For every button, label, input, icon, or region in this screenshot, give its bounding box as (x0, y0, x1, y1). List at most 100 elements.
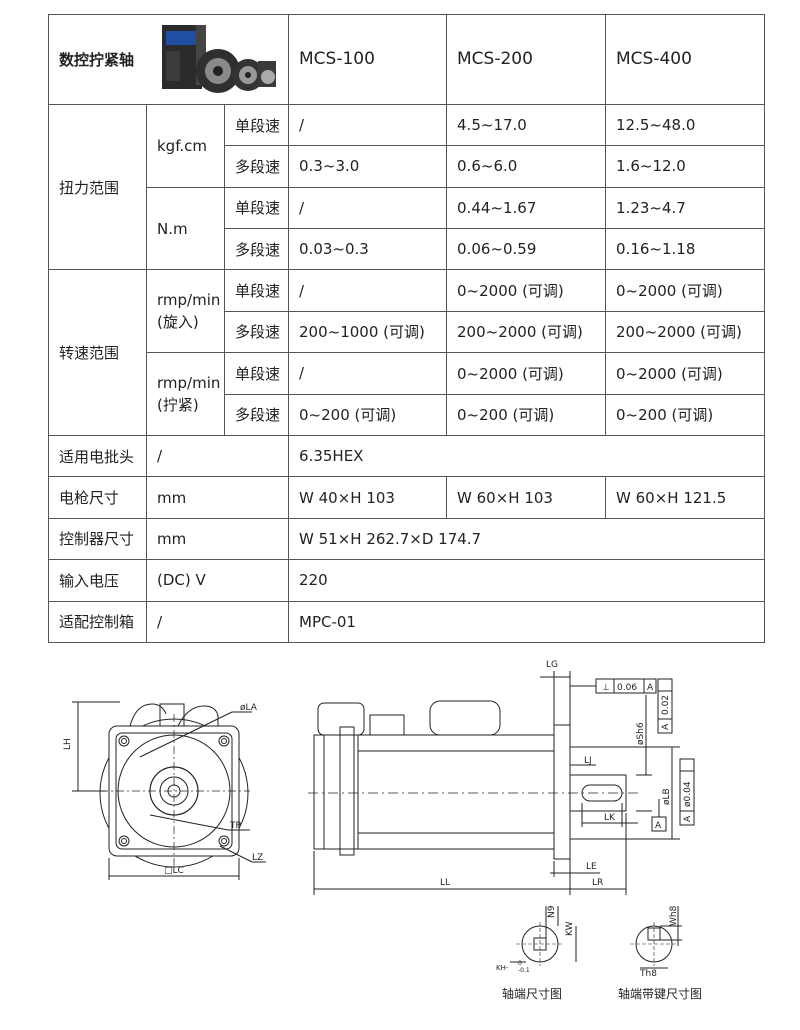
value-cell: 1.6~12.0 (605, 145, 766, 188)
header-corner-cell: 数控拧紧轴 (47, 14, 290, 105)
value-cell: 0~2000 (可调) (605, 269, 766, 312)
le-label: LE (586, 862, 597, 872)
corner-label: 数控拧紧轴 (59, 50, 135, 69)
unit-line: rmp/min (157, 374, 221, 393)
motor-body (313, 734, 555, 850)
table-row: 转速范围 rmp/min (旋入) 单段速 / 0~2000 (可调) 0~20… (48, 269, 766, 436)
controller-size-label: 控制器尺寸 (48, 517, 147, 561)
mode-cell: 多段速 (223, 393, 290, 436)
lg-label: LG (546, 660, 558, 670)
gun-size-unit: mm (145, 476, 290, 519)
input-voltage-unit: (DC) V (145, 559, 290, 602)
value-cell: 0~2000 (可调) (446, 269, 607, 312)
speed-label: 转速范围 (48, 269, 147, 436)
control-box-value: MPC-01 (288, 600, 766, 644)
value-cell: 1.23~4.7 (605, 186, 766, 230)
motor-product-image (162, 25, 276, 93)
value-cell: 200~1000 (可调) (288, 310, 448, 354)
controller-size-unit: mm (145, 517, 290, 561)
bit-unit: / (145, 434, 290, 478)
lr-label: LR (592, 878, 603, 888)
la-label: øLA (240, 703, 258, 713)
spec-table: 数控拧紧轴 MCS-100 MCS-200 MCS-400 扭力范围 kgf.c… (47, 14, 766, 644)
bit-value: 6.35HEX (288, 434, 766, 478)
model-header-1: MCS-100 (288, 14, 448, 105)
unit-line: (拧紧) (157, 396, 199, 415)
mode-cell: 多段速 (223, 228, 290, 271)
controller-size-value: W 51×H 262.7×D 174.7 (288, 517, 766, 561)
lb-label: øLB (662, 788, 672, 805)
bit-label: 适用电批头 (48, 434, 147, 478)
mode-cell: 多段速 (223, 145, 290, 188)
mode-cell: 多段速 (223, 310, 290, 354)
tol-runout-value: 0.02 (661, 695, 671, 715)
value-cell: 0.03~0.3 (288, 228, 448, 271)
value-cell: / (288, 103, 448, 147)
n9-label: N9 (547, 905, 557, 918)
model-header-2: MCS-200 (446, 14, 607, 105)
value-cell: 0~200 (可调) (288, 393, 448, 436)
shaft-end-drawing: N9 KW KH- 0 -0.1 轴端尺寸图 (496, 905, 577, 1001)
value-cell: 0.6~6.0 (446, 145, 607, 188)
value-cell: 12.5~48.0 (605, 103, 766, 147)
shaft-end-caption: 轴端尺寸图 (502, 986, 562, 1001)
table-row: rmp/min (拧紧) 单段速 / 0~2000 (可调) 0~2000 (可… (49, 352, 766, 436)
torque-unit-kgfcm: kgf.cm (146, 103, 225, 188)
kh-label: KH- (496, 964, 509, 972)
tol-runout-ref: A (661, 723, 671, 730)
tol-perp-value: 0.06 (617, 683, 637, 693)
value-cell: W 60×H 103 (446, 476, 607, 519)
shaft-key-drawing: Wh8 Th8 轴端带键尺寸图 (618, 905, 702, 1001)
table-row: 输入电压 (DC) V 220 (48, 559, 766, 602)
table-row: N.m 单段速 / 0.44~1.67 1.23~4.7 (49, 186, 766, 271)
input-voltage-label: 输入电压 (48, 559, 147, 602)
mode-cell: 单段速 (223, 186, 290, 230)
gun-size-label: 电枪尺寸 (48, 476, 147, 519)
unit-line: rmp/min (157, 291, 221, 310)
value-cell: 200~2000 (可调) (605, 310, 766, 354)
value-cell: 0~2000 (可调) (605, 352, 766, 395)
table-row: 适用电批头 / 6.35HEX (48, 434, 766, 478)
table-row: 扭力范围 kgf.cm 单段速 / 4.5~17.0 12.5~48.0 (48, 103, 766, 271)
kh-tol-upper: 0 (518, 960, 522, 967)
datum-label: A (655, 821, 662, 831)
motor-front-view-drawing: LH øLA TP LZ □LC (63, 701, 266, 880)
table-row: 控制器尺寸 mm W 51×H 262.7×D 174.7 (48, 517, 766, 561)
value-cell: / (288, 269, 448, 312)
value-cell: 4.5~17.0 (446, 103, 607, 147)
value-cell: 0~200 (可调) (446, 393, 607, 436)
kw-label: KW (565, 921, 575, 936)
header-row: 数控拧紧轴 MCS-100 MCS-200 MCS-400 (47, 14, 766, 105)
table-row: 多段速 0.03~0.3 0.06~0.59 0.16~1.18 (49, 228, 766, 271)
wh8-label: Wh8 (669, 905, 679, 926)
input-voltage-value: 220 (288, 559, 766, 602)
value-cell: 0.16~1.18 (605, 228, 766, 271)
table-row: 电枪尺寸 mm W 40×H 103 W 60×H 103 W 60×H 121… (48, 476, 766, 519)
table-row: 多段速 0~200 (可调) 0~200 (可调) 0~200 (可调) (49, 393, 766, 436)
tol-perp-ref: A (647, 683, 654, 693)
model-header-3: MCS-400 (605, 14, 766, 105)
mode-cell: 单段速 (223, 103, 290, 147)
mode-cell: 单段速 (223, 269, 290, 312)
control-box-unit: / (145, 600, 290, 644)
value-cell: 0.06~0.59 (446, 228, 607, 271)
unit-line: (旋入) (157, 313, 199, 332)
value-cell: W 40×H 103 (288, 476, 448, 519)
lk-label: LK (604, 813, 616, 823)
lc-label: □LC (164, 866, 184, 876)
ll-label: LL (440, 878, 450, 888)
control-box-label: 适配控制箱 (48, 600, 147, 644)
th8-label: Th8 (639, 969, 657, 979)
value-cell: 0.3~3.0 (288, 145, 448, 188)
value-cell: 0.44~1.67 (446, 186, 607, 230)
lj-label: LJ (584, 756, 592, 766)
table-row: 多段速 200~1000 (可调) 200~2000 (可调) 200~2000… (49, 310, 766, 354)
shaft-key-caption: 轴端带键尺寸图 (618, 986, 702, 1001)
value-cell: 0~200 (可调) (605, 393, 766, 436)
torque-unit-nm: N.m (146, 186, 225, 271)
table-row: 适配控制箱 / MPC-01 (48, 600, 766, 644)
lh-label: LH (63, 738, 73, 750)
value-cell: / (288, 352, 448, 395)
torque-label: 扭力范围 (48, 103, 147, 271)
lz-label: LZ (252, 853, 263, 863)
